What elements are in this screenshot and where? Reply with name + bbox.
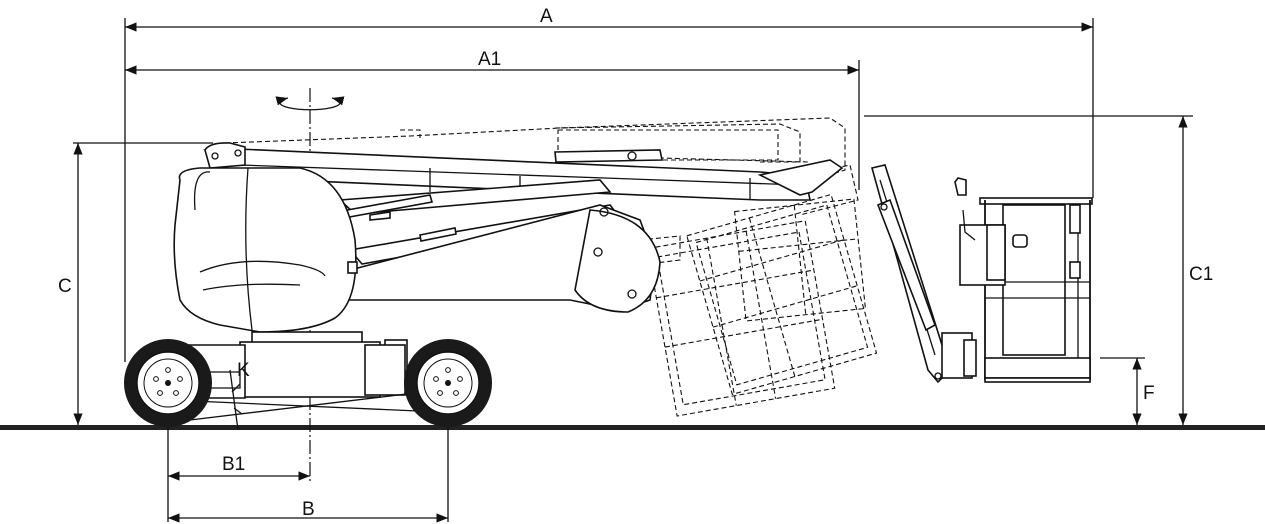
boom-ghost-positions — [224, 117, 878, 417]
dimension-labels: A A1 C C1 F K B1 B — [58, 6, 1213, 520]
label-a: A — [540, 6, 553, 27]
label-c1: C1 — [1189, 264, 1213, 285]
jib-arm — [871, 164, 949, 384]
label-a1: A1 — [478, 49, 501, 70]
rear-wheel — [404, 339, 492, 427]
main-boom — [203, 142, 844, 313]
platform-basket — [941, 177, 1093, 383]
front-wheel — [124, 339, 212, 427]
label-b: B — [302, 499, 315, 520]
label-c: C — [58, 276, 72, 297]
label-f: F — [1143, 383, 1155, 404]
rotation-arrow-icon — [275, 96, 345, 111]
label-k: K — [237, 360, 250, 381]
dimension-lines — [73, 22, 1188, 523]
ground-line — [0, 425, 1265, 430]
label-b1: B1 — [222, 454, 245, 475]
